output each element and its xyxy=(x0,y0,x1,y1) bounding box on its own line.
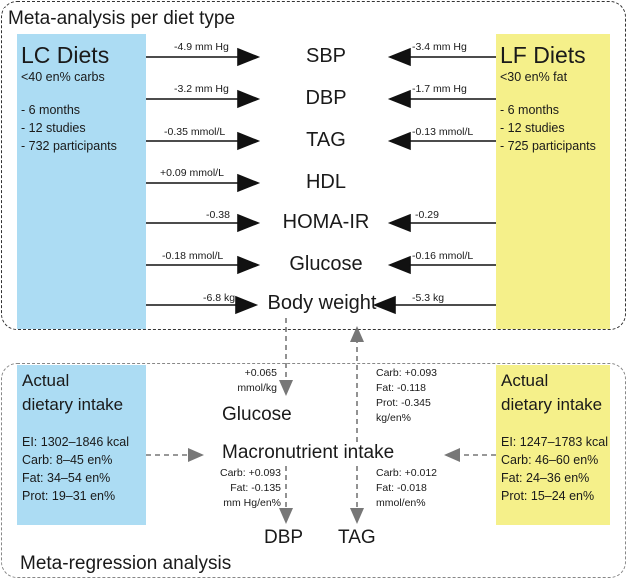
lc-effect-body-weight: -6.8 kg xyxy=(203,292,236,304)
lf-effect-body-weight: -5.3 kg xyxy=(412,292,445,304)
lc-intake-line: EI: 1302–1846 kcal xyxy=(22,435,130,449)
regression-arrow-head xyxy=(444,448,460,462)
lf-intake-line: EI: 1247–1783 kcal xyxy=(501,435,609,449)
coef-line: mmol/kg xyxy=(237,382,277,394)
lf-intake-panel xyxy=(496,365,610,525)
lf-effect-homa-ir: -0.29 xyxy=(415,209,439,221)
outcome-tag: TAG xyxy=(306,129,346,151)
lf-diets-panel xyxy=(496,34,610,329)
regression-arrows xyxy=(146,318,496,508)
coef-line: Fat: -0.118 xyxy=(376,382,426,394)
regression-glucose-label: Glucose xyxy=(222,404,292,425)
regression-arrow-head xyxy=(188,448,204,462)
macro-to-bw-coef: Carb: +0.093 Fat: -0.118 Prot: -0.345 kg… xyxy=(376,366,437,426)
lc-diets-heading: LC Diets xyxy=(21,42,110,68)
meta-regression-title: Meta-regression analysis xyxy=(16,553,236,575)
lc-diets-panel xyxy=(17,34,146,329)
bw-to-glucose-coef: +0.065 mmol/kg xyxy=(215,366,277,396)
coef-line: mmol/en% xyxy=(376,497,426,509)
lc-diets-detail: - 732 participants xyxy=(21,139,117,153)
outcome-body-weight: Body weight xyxy=(267,292,377,314)
lf-intake-line: Fat: 24–36 en% xyxy=(501,471,590,485)
lf-diets-detail: - 725 participants xyxy=(500,139,596,153)
lf-arrow-head xyxy=(387,131,411,151)
lf-intake-heading: dietary intake xyxy=(501,395,603,414)
coef-line: Prot: -0.345 xyxy=(376,397,431,409)
lc-intake-line: Fat: 34–54 en% xyxy=(22,471,111,485)
coef-line: +0.065 xyxy=(244,367,277,379)
regression-arrow-head xyxy=(350,508,364,524)
regression-arrow-heads xyxy=(188,326,460,524)
lf-arrows xyxy=(372,47,496,315)
coef-line: Fat: -0.018 xyxy=(376,482,427,494)
lc-arrow-head xyxy=(237,47,261,67)
lf-arrow-head xyxy=(372,295,396,315)
lf-intake-heading: Actual xyxy=(501,371,549,390)
lc-effect-homa-ir: -0.38 xyxy=(206,209,230,221)
macronutrient-intake-label: Macronutrient intake xyxy=(222,442,395,463)
lf-diets-heading: LF Diets xyxy=(500,42,586,68)
lc-intake-line: Carb: 8–45 en% xyxy=(22,453,113,467)
coef-line: Carb: +0.093 xyxy=(376,367,438,379)
lc-intake-heading: dietary intake xyxy=(22,395,124,414)
coef-line: Carb: +0.012 xyxy=(376,467,438,479)
lf-arrow-head xyxy=(387,213,411,233)
lc-intake-heading: Actual xyxy=(22,371,70,390)
lc-arrow-head xyxy=(237,131,261,151)
lf-intake-line: Carb: 46–60 en% xyxy=(501,453,599,467)
lc-arrow-head xyxy=(235,295,259,315)
lc-intake-panel xyxy=(17,365,146,525)
lc-effect-dbp: -3.2 mm Hg xyxy=(174,83,229,95)
outcome-homa-ir: HOMA-IR xyxy=(282,211,370,233)
lf-diets-detail: - 12 studies xyxy=(500,121,565,135)
lc-arrow-head xyxy=(237,89,261,109)
lf-arrow-head xyxy=(387,255,411,275)
regression-dbp-label: DBP xyxy=(264,527,304,548)
lc-effect-hdl: +0.09 mmol/L xyxy=(160,167,224,179)
lc-arrow-head xyxy=(237,173,261,193)
lf-diets-detail: - 6 months xyxy=(500,103,560,117)
lf-effect-dbp: -1.7 mm Hg xyxy=(412,83,467,95)
regression-arrow-head xyxy=(350,326,364,342)
lf-effect-sbp: -3.4 mm Hg xyxy=(412,41,467,53)
lf-arrow-head xyxy=(387,47,411,67)
lc-arrow-head xyxy=(237,255,261,275)
meta-regression-frame xyxy=(1,363,626,578)
lc-diets-detail: - 6 months xyxy=(21,103,81,117)
lc-arrows xyxy=(146,47,261,315)
coef-line: mm Hg/en% xyxy=(223,497,281,509)
macro-to-tag-coef: Carb: +0.012 Fat: -0.018 mmol/en% xyxy=(376,466,437,511)
coef-line: kg/en% xyxy=(376,412,412,424)
outcome-glucose: Glucose xyxy=(289,253,363,275)
lf-effect-tag: -0.13 mmol/L xyxy=(412,126,474,138)
lc-effect-sbp: -4.9 mm Hg xyxy=(174,41,229,53)
meta-analysis-title: Meta-analysis per diet type xyxy=(4,8,240,30)
regression-arrow-head xyxy=(279,380,293,396)
lc-intake-line: Prot: 19–31 en% xyxy=(22,489,116,503)
coef-line: Fat: -0.135 xyxy=(230,482,281,494)
lf-arrow-head xyxy=(387,89,411,109)
lf-intake-line: Prot: 15–24 en% xyxy=(501,489,595,503)
macro-to-dbp-coef: Carb: +0.093 Fat: -0.135 mm Hg/en% xyxy=(197,466,281,511)
regression-tag-label: TAG xyxy=(338,527,376,548)
lf-diets-subheading: <30 en% fat xyxy=(500,70,568,84)
outcome-sbp: SBP xyxy=(305,45,347,67)
coef-line: Carb: +0.093 xyxy=(219,467,281,479)
regression-arrow-head xyxy=(279,508,293,524)
lc-diets-detail: - 12 studies xyxy=(21,121,86,135)
lf-effect-glucose: -0.16 mmol/L xyxy=(412,250,474,262)
meta-analysis-frame xyxy=(1,1,626,330)
lc-effect-tag: -0.35 mmol/L xyxy=(164,126,226,138)
lc-diets-subheading: <40 en% carbs xyxy=(21,70,105,84)
outcome-hdl: HDL xyxy=(305,171,347,193)
lc-effect-glucose: -0.18 mmol/L xyxy=(162,250,224,262)
outcome-dbp: DBP xyxy=(305,87,347,109)
lc-arrow-head xyxy=(237,213,261,233)
